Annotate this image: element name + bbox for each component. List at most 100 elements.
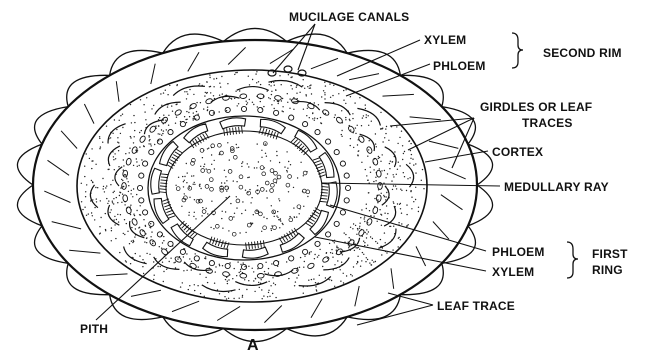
stipple-dot	[275, 297, 276, 298]
stipple-dot	[141, 159, 142, 160]
pith-dot	[226, 197, 227, 198]
girdle-trace	[382, 186, 389, 205]
stipple-dot	[370, 172, 371, 173]
stipple-dot	[369, 210, 370, 211]
stipple-dot	[341, 136, 342, 137]
stipple-dot	[353, 266, 354, 267]
pith-dot	[286, 151, 287, 152]
pith-cell	[215, 224, 219, 228]
stipple-dot	[143, 273, 144, 274]
stipple-dot	[105, 187, 106, 188]
second-rim-bead	[274, 271, 282, 277]
stipple-dot	[396, 174, 397, 175]
label-cortex: CORTEX	[492, 145, 543, 159]
stipple-dot	[325, 277, 326, 278]
stipple-dot	[268, 290, 269, 291]
stipple-dot	[288, 278, 289, 279]
stipple-dot	[314, 120, 315, 121]
stipple-dot	[148, 143, 149, 144]
stipple-dot	[110, 137, 111, 138]
stipple-dot	[393, 176, 394, 177]
stipple-dot	[332, 253, 333, 254]
stipple-dot	[99, 136, 100, 137]
stipple-dot	[186, 122, 187, 123]
stipple-dot	[248, 266, 249, 267]
stipple-dot	[270, 98, 271, 99]
stipple-dot	[209, 74, 210, 75]
stipple-dot	[150, 223, 151, 224]
stipple-dot	[380, 239, 381, 240]
stipple-dot	[130, 136, 131, 137]
pith-dot	[288, 161, 289, 162]
stipple-dot	[287, 102, 288, 103]
stipple-dot	[152, 243, 153, 244]
stipple-dot	[116, 219, 117, 220]
vascular-bundle	[275, 226, 306, 254]
stipple-dot	[362, 117, 363, 118]
stipple-dot	[314, 254, 315, 255]
pith-dot	[286, 170, 287, 171]
stipple-dot	[382, 154, 383, 155]
stipple-dot	[133, 240, 134, 241]
stipple-dot	[395, 185, 396, 186]
pith-dot	[225, 211, 226, 212]
first-ring-bead	[274, 110, 279, 115]
stipple-dot	[84, 207, 85, 208]
stipple-dot	[132, 242, 133, 243]
outer-leaf-traces	[44, 47, 465, 322]
pith-dot	[261, 157, 262, 158]
stipple-dot	[175, 267, 176, 268]
stipple-dot	[306, 95, 307, 96]
pith-dot	[228, 230, 229, 231]
stipple-dot	[168, 125, 169, 126]
stipple-dot	[158, 133, 159, 134]
stipple-dot	[386, 126, 387, 127]
stipple-dot	[143, 219, 144, 220]
stipple-dot	[226, 110, 227, 111]
stipple-dot	[385, 242, 386, 243]
stipple-dot	[366, 204, 367, 205]
stipple-dot	[235, 91, 236, 92]
stipple-dot	[311, 279, 312, 280]
stipple-dot	[348, 247, 349, 248]
girdle-trace	[90, 185, 98, 208]
stipple-dot	[146, 124, 147, 125]
stipple-dot	[130, 193, 131, 194]
stipple-dot	[386, 205, 387, 206]
stipple-dot	[384, 196, 385, 197]
stipple-dot	[102, 142, 103, 143]
stipple-dot	[400, 239, 401, 240]
stipple-dot	[353, 147, 354, 148]
stipple-dot	[314, 117, 315, 118]
stipple-dot	[308, 280, 309, 281]
pith-dot	[257, 185, 258, 186]
outer-trace-stroke	[440, 168, 466, 179]
stipple-dot	[215, 266, 216, 267]
pith-dot	[279, 200, 280, 201]
stipple-dot	[186, 270, 187, 271]
stipple-dot	[176, 117, 177, 118]
stipple-dot	[88, 213, 89, 214]
stipple-dot	[292, 88, 293, 89]
pith-dot	[245, 210, 246, 211]
stipple-dot	[249, 99, 250, 100]
stipple-dot	[116, 129, 117, 130]
stipple-dot	[140, 99, 141, 100]
stipple-dot	[120, 192, 121, 193]
bundle-xylem-stripe	[306, 223, 312, 227]
stipple-dot	[196, 111, 197, 112]
stipple-dot	[397, 143, 398, 144]
stipple-dot	[412, 159, 413, 160]
label-medullary-ray: MEDULLARY RAY	[504, 180, 609, 194]
outer-trace-stroke	[172, 301, 199, 311]
stipple-dot	[314, 102, 315, 103]
stipple-dot	[375, 241, 376, 242]
stipple-dot	[122, 127, 123, 128]
stipple-dot	[363, 115, 364, 116]
stipple-dot	[167, 106, 168, 107]
stipple-dot	[332, 257, 333, 258]
stipple-dot	[115, 158, 116, 159]
pith-dot	[284, 166, 285, 167]
stipple-dot	[303, 109, 304, 110]
stipple-dot	[252, 268, 253, 269]
